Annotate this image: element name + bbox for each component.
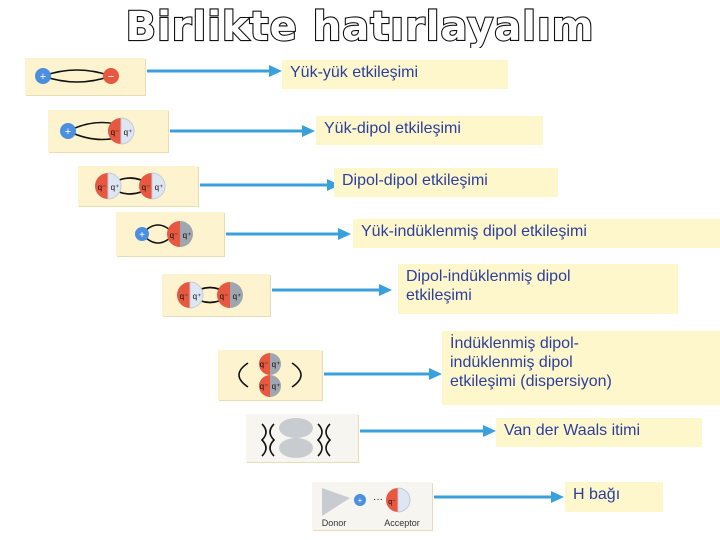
diagram-dipole-dipole: q⁻ q⁺ q⁻ q⁺ (78, 166, 198, 206)
svg-text:q⁻: q⁻ (388, 499, 396, 506)
label-charge-induced-dipole: Yük-indüklenmiş dipol etkileşimi (353, 219, 720, 248)
svg-text:q⁻: q⁻ (180, 292, 189, 301)
svg-text:q⁺: q⁺ (183, 231, 192, 240)
diagram-dipole-induced-dipole: q⁻ q⁺ q⁻ q⁺ (162, 274, 270, 316)
page-title-text: Birlikte hatırlayalım (126, 4, 595, 48)
page-title: Birlikte hatırlayalım (0, 2, 720, 48)
svg-text:+: + (40, 71, 46, 83)
label-induced-dipole-induced-dipole: İndüklenmiş dipol- indüklenmiş dipol etk… (442, 331, 720, 405)
arrow-6 (324, 367, 442, 381)
arrow-4 (226, 227, 351, 241)
svg-text:q⁻: q⁻ (142, 183, 151, 192)
svg-text:q⁺: q⁺ (272, 382, 281, 391)
diagram-induced-dipole-induced-dipole: q⁻ q⁺ q⁻ q⁺ (218, 350, 322, 400)
svg-text:q⁺: q⁺ (124, 128, 133, 137)
svg-text:q⁻: q⁻ (260, 382, 269, 391)
svg-text:q⁺: q⁺ (193, 292, 202, 301)
arrow-5 (272, 283, 392, 297)
label-van-der-waals-repulsion: Van der Waals itimi (496, 418, 702, 447)
arrow-1 (147, 64, 282, 78)
svg-text:q⁺: q⁺ (272, 360, 281, 369)
svg-text:q⁺: q⁺ (155, 183, 164, 192)
diagram-hydrogen-bond: + ··· q⁻ Donor Acceptor (312, 482, 432, 530)
svg-text:+: + (358, 496, 363, 505)
label-dipole-dipole: Dipol-dipol etkileşimi (334, 168, 558, 197)
svg-text:q⁺: q⁺ (233, 292, 242, 301)
svg-text:−: − (108, 71, 114, 83)
svg-text:q⁻: q⁻ (220, 292, 229, 301)
arrow-7 (360, 424, 496, 438)
svg-text:q⁻: q⁻ (98, 183, 107, 192)
svg-text:q⁺: q⁺ (111, 183, 120, 192)
label-hydrogen-bond: H bağı (565, 482, 663, 512)
donor-caption: Donor (322, 518, 347, 528)
label-charge-dipole: Yük-dipol etkileşimi (316, 116, 543, 145)
label-dipole-induced-dipole: Dipol-indüklenmiş dipol etkileşimi (398, 264, 678, 314)
diagram-charge-induced-dipole: + q⁻ q⁺ (116, 212, 224, 256)
svg-text:q⁻: q⁻ (170, 231, 179, 240)
diagram-charge-dipole: + q⁻ q⁺ (48, 110, 168, 152)
svg-text:+: + (139, 230, 145, 241)
label-charge-charge: Yük-yük etkileşimi (282, 60, 508, 89)
diagram-van-der-waals-repulsion (246, 414, 358, 462)
arrow-8 (434, 490, 564, 504)
svg-text:q⁻: q⁻ (260, 360, 269, 369)
svg-text:q⁻: q⁻ (111, 128, 120, 137)
svg-text:+: + (65, 126, 71, 138)
acceptor-caption: Acceptor (384, 518, 420, 528)
arrow-3 (200, 178, 340, 192)
svg-text:···: ··· (373, 494, 383, 505)
arrow-2 (170, 124, 315, 138)
diagram-charge-charge: + − (25, 58, 145, 95)
